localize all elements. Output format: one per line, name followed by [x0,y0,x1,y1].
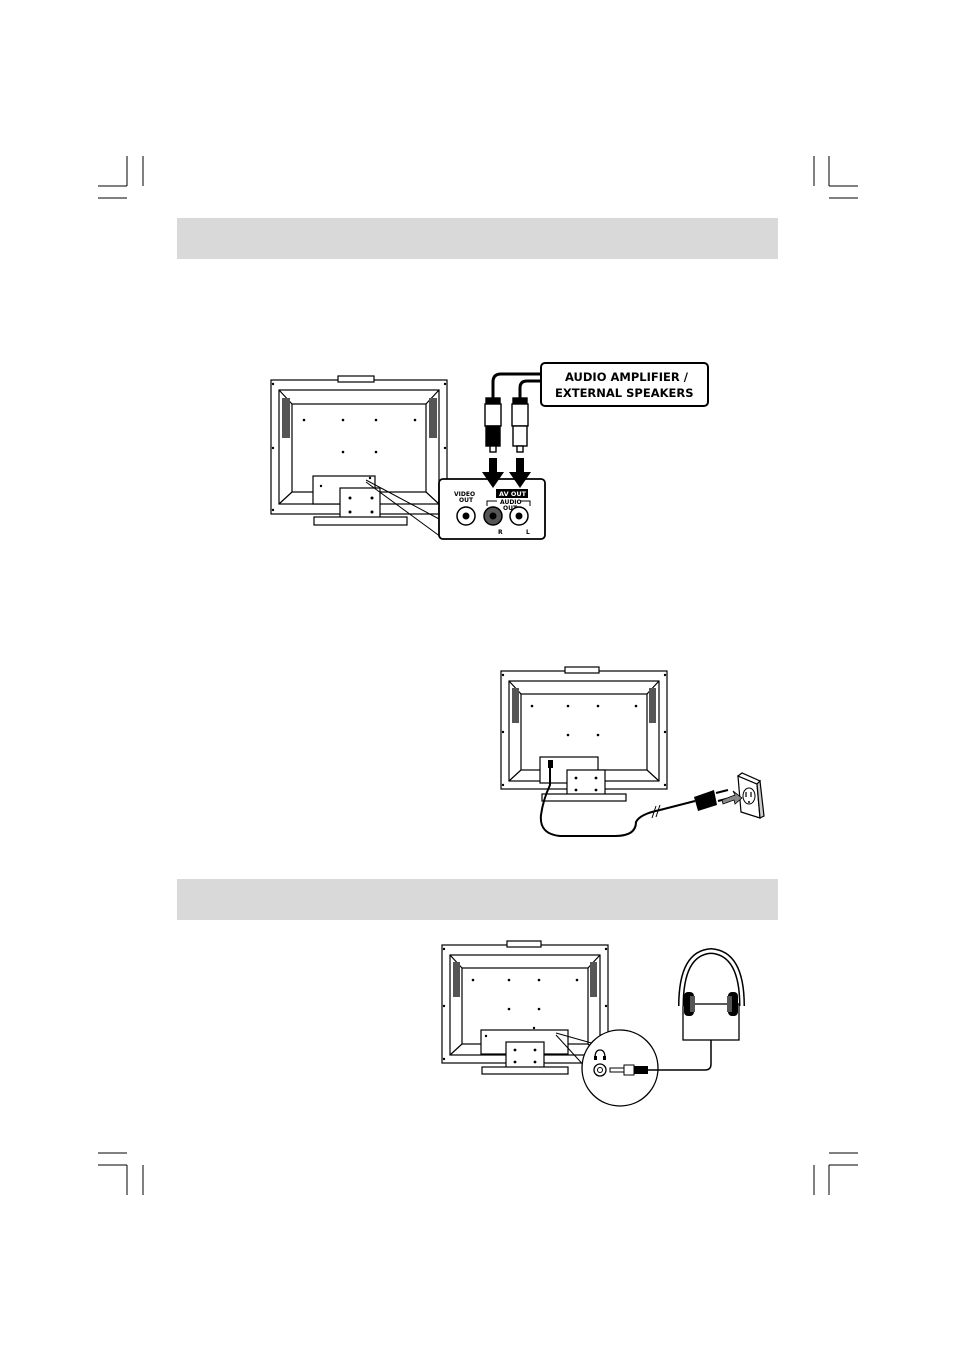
video-out-label-1: VIDEO [454,491,475,498]
callout-line-1: AUDIO AMPLIFIER / [565,370,689,384]
audio-out-label-1: AUDIO [500,499,522,506]
headphone-cable [648,1040,712,1071]
audio-right-label: R [498,529,503,536]
audio-out-right-jack [483,506,503,526]
wall-outlet [736,772,765,819]
audio-out-label-2: OUT [503,505,518,512]
video-out-jack [456,506,476,526]
headphones-icon [678,947,745,1041]
headphone-plug [609,1064,648,1076]
power-cord [539,766,696,837]
rca-cable-pair [484,372,543,453]
headphone-jack [593,1049,607,1077]
av-out-label: AV OUT [499,490,527,498]
video-out-label-2: OUT [459,497,474,504]
callout-line-2: EXTERNAL SPEAKERS [555,386,694,400]
tv-back-illustration [500,666,668,802]
audio-left-label: L [526,529,530,536]
tv-back-illustration [441,940,609,1075]
section-header-bar-bottom [177,879,778,920]
audio-out-left-jack [509,506,529,526]
section-header-bar-top [177,218,778,259]
tv-back-illustration [270,375,448,526]
